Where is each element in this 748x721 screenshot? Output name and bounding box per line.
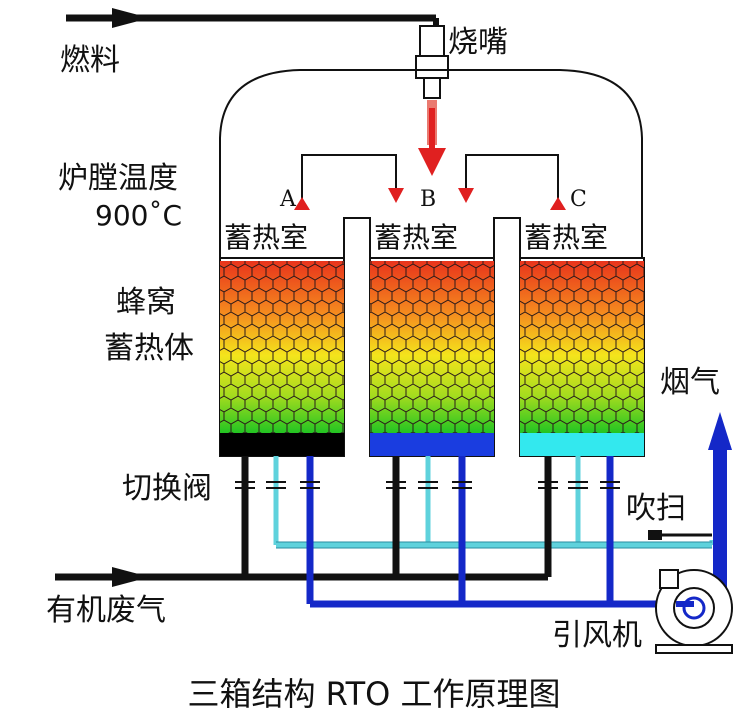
flame-icon [418,100,446,176]
chamber-b-letter: B [420,187,436,212]
fan-icon [655,569,733,654]
chamber-a-name: 蓄热室 [224,221,308,254]
purge-inlet [648,530,712,540]
arrow-a-up [294,197,310,210]
chamber-walls [343,217,521,258]
furnace-shell [219,69,643,258]
fuel-label: 燃料 [60,43,120,78]
chamber-c-name: 蓄热室 [524,221,608,254]
burner-label: 烧嘴 [448,25,508,60]
flow-arrows [301,154,559,202]
arrow-c-up [550,197,566,210]
switch-valves [235,481,620,489]
furnace-temp-label: 炉膛温度 [58,161,178,196]
chamber-b-name: 蓄热室 [374,221,458,254]
chamber-a-letter: A [279,187,297,212]
chamber-c-letter: C [570,187,587,212]
flue-arrow [708,412,732,450]
diagram-caption: 三箱结构 RTO 工作原理图 [188,675,561,713]
flue-stack [713,450,727,590]
switch-valve-label: 切换阀 [122,471,212,506]
arrow-b-down-left [388,188,404,203]
purge-label: 吹扫 [626,491,686,526]
chamber-c [519,257,645,457]
inlet-arrow [112,567,150,587]
honeycomb-label-2: 蓄热体 [104,331,194,366]
furnace-temp-value: 900˚C [95,199,182,232]
flue-gas-label: 烟气 [660,365,720,400]
purge-pipes-outline [276,541,712,549]
fuel-pipe [66,8,439,30]
purge-pipes [273,456,715,548]
induced-fan-label: 引风机 [552,618,642,653]
chamber-a [219,257,345,457]
arrow-b-down-right [458,188,474,203]
organic-waste-gas-label: 有机废气 [46,593,166,628]
honeycomb-label-1: 蜂窝 [116,285,176,320]
chamber-b [369,257,495,457]
burner-icon [415,25,449,99]
